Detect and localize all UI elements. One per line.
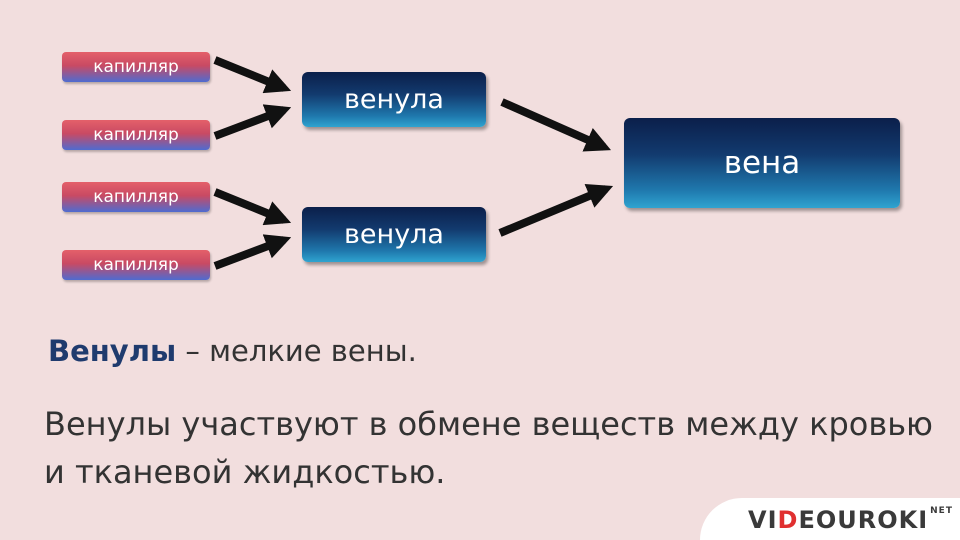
capillary-box-1: капилляр	[62, 52, 210, 82]
venula-box-2: венула	[302, 207, 486, 262]
venula-box-1: венула	[302, 72, 486, 127]
logo-suffix: NET	[930, 506, 953, 516]
description-text: Венулы участвуют в обмене веществ между …	[44, 405, 933, 491]
logo-part-1: VI	[748, 506, 778, 534]
arrow-capillary-3-to-venula-2	[213, 188, 292, 226]
capillary-box-4: капилляр	[62, 250, 210, 280]
logo-badge	[700, 498, 960, 540]
arrow-capillary-2-to-venula-1	[213, 104, 292, 140]
capillary-box-3: капилляр	[62, 182, 210, 212]
arrow-venula-1-to-vena	[500, 98, 612, 152]
capillary-box-2: капилляр	[62, 120, 210, 150]
logo-part-2: D	[777, 506, 799, 534]
definition-text: – мелкие вены.	[176, 334, 417, 368]
definition: Венулы – мелкие вены.	[48, 334, 417, 368]
definition-term: Венулы	[48, 334, 177, 368]
arrow-capillary-1-to-venula-1	[213, 56, 292, 94]
arrow-capillary-4-to-venula-2	[213, 234, 292, 270]
vena-box: вена	[624, 118, 900, 208]
logo-part-3: EOUROKI	[798, 506, 929, 534]
arrow-venula-2-to-vena	[498, 184, 614, 237]
